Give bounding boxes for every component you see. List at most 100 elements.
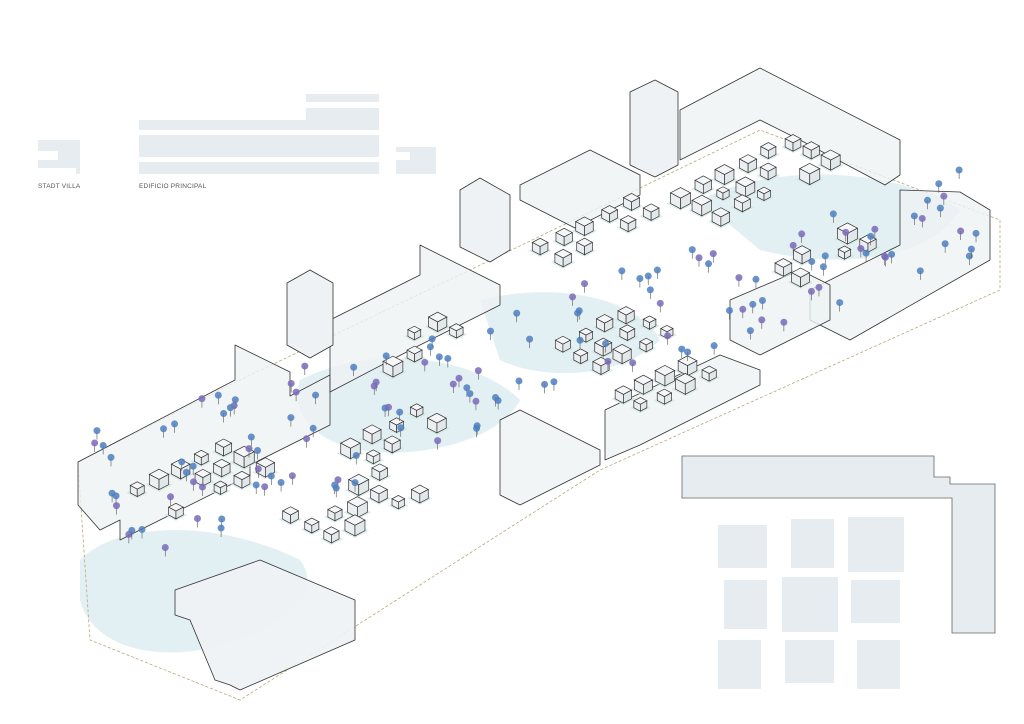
tree-crown (421, 358, 429, 366)
tree-crown (108, 489, 116, 497)
tree-icon (550, 378, 558, 391)
cube-right (391, 439, 401, 454)
tree-crown (198, 483, 206, 491)
villa-cube (639, 337, 654, 353)
tree-icon (941, 240, 949, 253)
tree-icon (193, 514, 201, 528)
tree-icon (789, 241, 797, 255)
tree-icon (752, 275, 760, 289)
tree-icon (220, 410, 228, 423)
tree-icon (397, 424, 405, 437)
plan-villas (718, 517, 904, 689)
tree-crown (725, 307, 733, 315)
tree-icon (918, 214, 926, 228)
tree-crown (214, 391, 222, 399)
villa-cube (531, 237, 549, 256)
tree-icon (695, 254, 703, 267)
cube-right (701, 199, 712, 217)
tree-crown (189, 462, 197, 470)
plan-main-building (681, 455, 996, 634)
tree-crown (569, 293, 577, 301)
tree-icon (426, 343, 434, 356)
tree-crown (107, 453, 115, 461)
tree-icon (303, 435, 311, 448)
tree-icon (198, 483, 206, 497)
tree-crown (178, 458, 186, 466)
cube-right (372, 452, 381, 465)
villa-cube (281, 506, 300, 524)
tree-icon (435, 353, 443, 366)
tree-icon (829, 210, 837, 223)
villa-cube (669, 187, 692, 210)
tree-icon (108, 489, 116, 503)
villa-cube (369, 484, 389, 504)
tree-crown (277, 478, 285, 486)
tree-crown (247, 433, 255, 441)
tree-crown (385, 403, 393, 411)
tree-crown (396, 408, 404, 416)
tree-crown (171, 420, 179, 428)
tree-crown (618, 267, 626, 275)
cube-right (200, 453, 209, 466)
villa-cube (575, 237, 594, 256)
cube-right (604, 318, 614, 333)
tree-crown (138, 526, 146, 534)
tree-icon (916, 267, 924, 280)
cube-right (664, 392, 672, 405)
villa-cube (798, 162, 821, 186)
tree-icon (214, 391, 222, 405)
tree-crown (821, 252, 829, 260)
cube-right (175, 506, 184, 520)
villa-cube (212, 458, 231, 478)
tree-icon (664, 332, 672, 345)
tree-icon (653, 266, 661, 280)
villa-cube (194, 468, 212, 487)
tree-crown (193, 514, 201, 522)
edificio-principal-symbol (139, 94, 436, 174)
tree-icon (836, 299, 844, 312)
tree-icon (940, 192, 948, 206)
tree-icon (739, 305, 747, 319)
cube-right (334, 508, 343, 522)
villa-cube (555, 227, 574, 247)
tree-icon (254, 447, 262, 460)
tree-icon (819, 263, 827, 276)
tree-crown (664, 332, 672, 340)
villa-cube (759, 162, 777, 181)
tree-icon (171, 420, 179, 433)
cube-right (136, 484, 145, 498)
cube-right (562, 253, 572, 268)
villa-cube (346, 496, 369, 519)
tree-icon (871, 225, 879, 239)
tree-icon (352, 452, 360, 465)
tree-icon (541, 380, 549, 394)
tree-icon (198, 395, 206, 408)
cube-right (419, 488, 429, 504)
tree-icon (252, 481, 260, 494)
cube-right (722, 189, 730, 201)
tree-icon (709, 250, 717, 263)
villa-cube (790, 267, 811, 288)
tree-icon (472, 397, 480, 411)
cube-right (783, 262, 793, 277)
tree-crown (449, 380, 457, 388)
villa-cube (760, 142, 777, 160)
villa-cube (633, 396, 648, 412)
tree-crown (515, 377, 523, 385)
tree-crown (574, 309, 582, 317)
tree-icon (178, 458, 186, 471)
tree-crown (350, 363, 358, 371)
tree-crown (245, 445, 253, 453)
cube-right (767, 166, 777, 181)
tree-icon (678, 345, 686, 359)
villa-cube (426, 412, 447, 434)
villa-cube (654, 364, 676, 387)
tree-icon (935, 180, 943, 193)
tree-crown (474, 367, 482, 375)
cube-right (708, 369, 717, 382)
tree-icon (644, 272, 652, 286)
tree-icon (955, 166, 963, 179)
cube-right (354, 519, 366, 537)
tree-icon (867, 232, 875, 246)
tree-crown (352, 452, 360, 460)
